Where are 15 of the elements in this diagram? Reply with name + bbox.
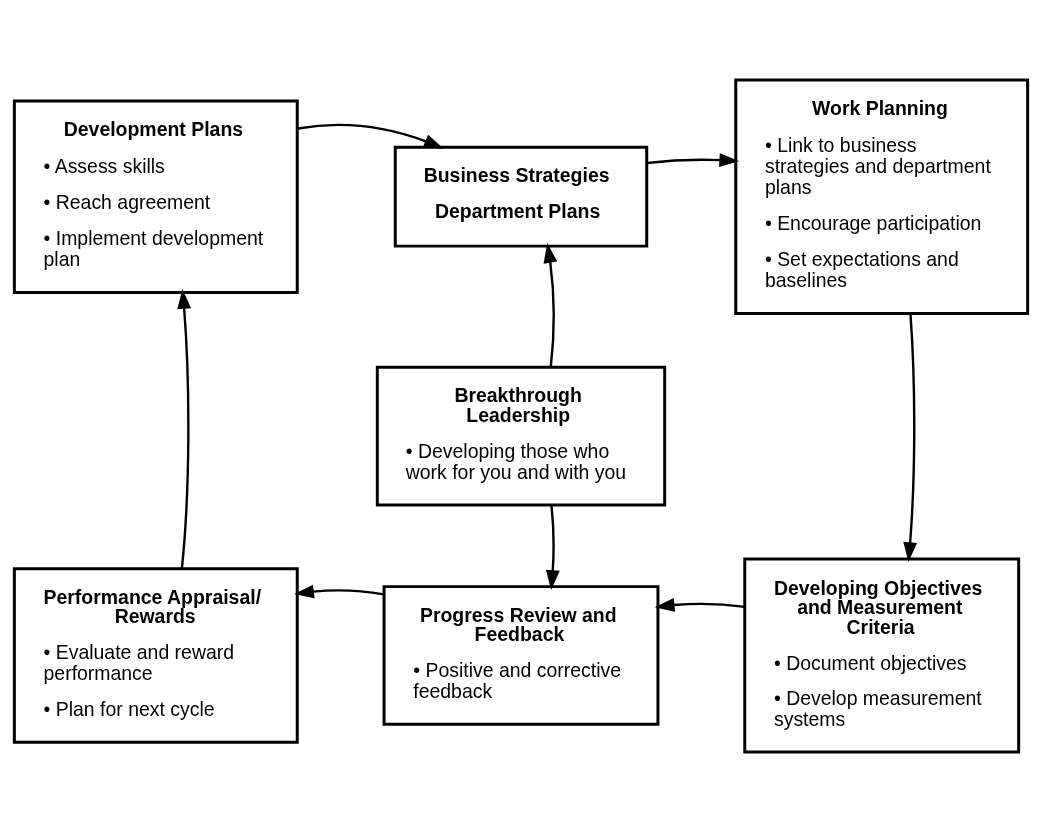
node-box: Progress Review and Feedback • Positive and corrective feedback [382, 585, 660, 726]
arrow [294, 584, 384, 599]
node-box: Developing Objectives and Measurement Criteria • Document objectives • Develop measurement systems [743, 557, 1021, 754]
node-box: Performance Appraisal/ Rewards • Evaluate and reward performance • Plan for next cycle [12, 567, 299, 744]
arrow [903, 313, 918, 563]
arrow [297, 123, 444, 149]
node-box: Breakthrough Leadership • Developing those who work for you and with you [375, 365, 667, 507]
arrow [545, 505, 560, 590]
node-box: Business Strategies Department Plans [393, 145, 649, 248]
arrow [646, 153, 740, 167]
node-box: Development Plans • Assess skills • Reach agreement • Implement development plan [12, 99, 299, 294]
arrow [543, 243, 558, 368]
arrow [654, 598, 745, 612]
node-box: Work Planning • Link to business strategies and department plans • Encourage participation • Set expectations and baselines [734, 78, 1030, 315]
arrow [177, 289, 192, 569]
